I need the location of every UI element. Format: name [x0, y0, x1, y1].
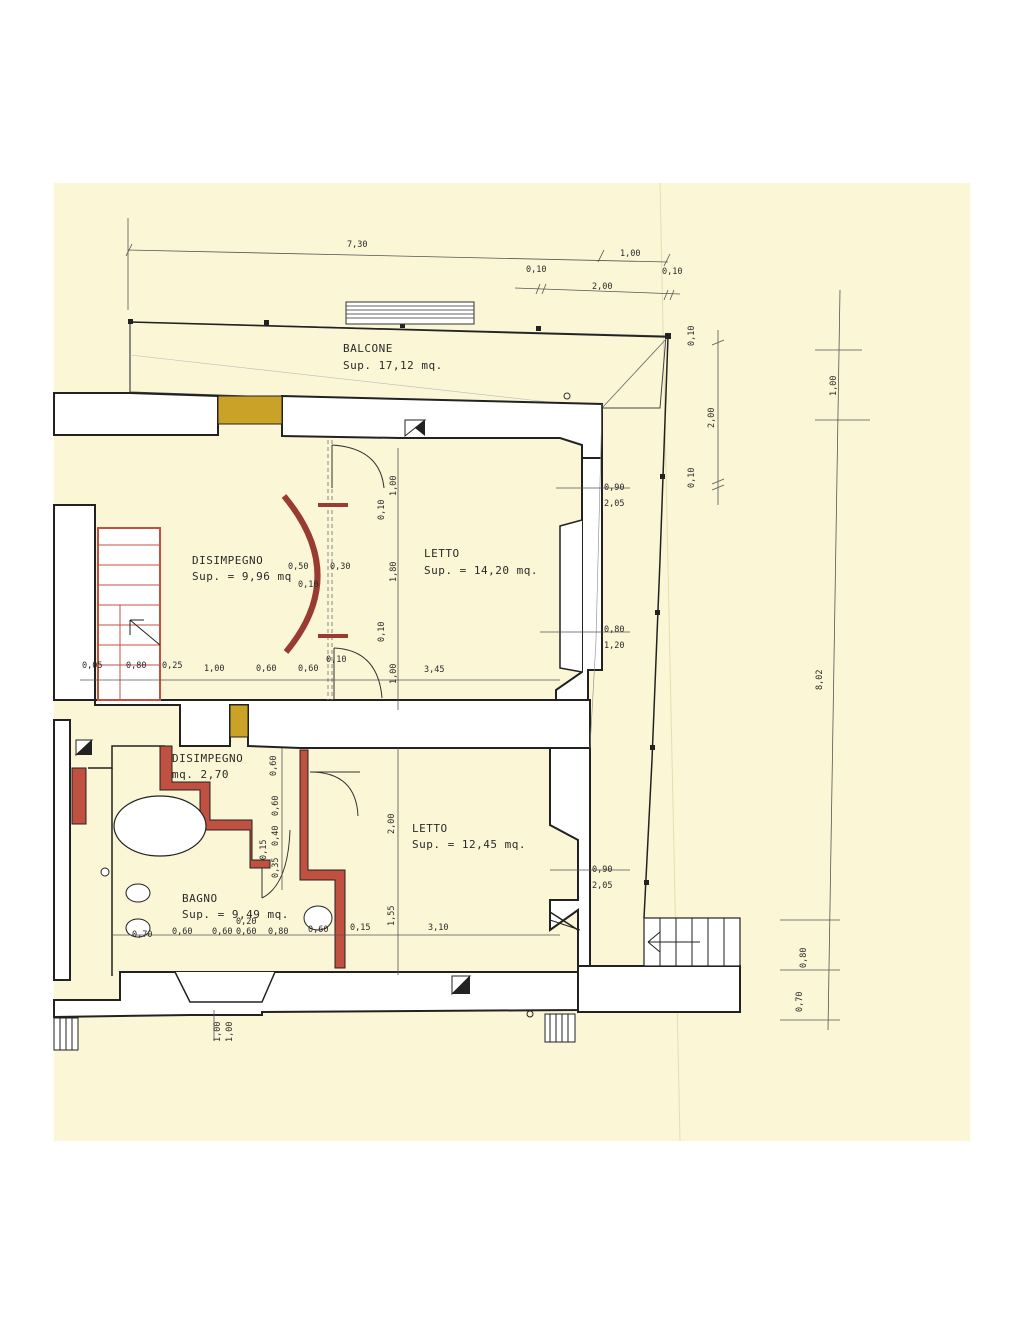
lower-interior — [53, 739, 576, 1051]
dim-bath-060-b: 0,60 — [271, 796, 281, 816]
dim-bath-035: 0,35 — [271, 858, 281, 878]
dim-row1-060-a: 0,60 — [256, 664, 276, 674]
room-name-disimpegno-1: DISIMPEGNO — [192, 554, 263, 567]
dim-letto2-200: 2,00 — [387, 814, 397, 834]
dim-v-100-b: 1,00 — [389, 664, 399, 684]
dim-letto2-155: 1,55 — [387, 906, 397, 926]
side-balcony — [589, 336, 741, 967]
dim-win-090-b: 0,90 — [592, 865, 612, 875]
window-top-left — [217, 395, 283, 425]
dim-far-right-080: 0,80 — [799, 948, 809, 968]
dim-top-010-a: 0,10 — [526, 265, 546, 275]
dim-row1-100: 1,00 — [204, 664, 224, 674]
dim-v-010-c: 0,10 — [326, 655, 346, 665]
room-area-bagno: Sup. = 9,49 mq. — [182, 908, 289, 921]
dim-far-right-070: 0,70 — [795, 992, 805, 1012]
dim-far-right-100: 1,00 — [829, 376, 839, 396]
dim-bath-060-e: 0,60 — [236, 927, 256, 937]
dim-bottom-100-a: 1,00 — [213, 1022, 223, 1042]
room-area-letto-2: Sup. = 12,45 mq. — [412, 838, 526, 851]
bidet — [125, 883, 151, 903]
dim-bath-060-a: 0,60 — [269, 756, 279, 776]
dimension-labels: 7,30 1,00 0,10 0,10 2,00 0,10 2,00 0,10 … — [82, 240, 839, 1042]
toilet — [125, 918, 151, 938]
dim-row1-060-b: 0,60 — [298, 664, 318, 674]
dim-door-030: 0,30 — [330, 562, 350, 572]
dim-v-010-b: 0,10 — [377, 622, 387, 642]
dim-win-205-a: 2,05 — [604, 499, 624, 509]
balcony: BALCONE Sup. 17,12 mq. — [128, 301, 671, 409]
exterior-stairs — [643, 917, 741, 967]
dim-v-010-a: 0,10 — [377, 500, 387, 520]
dim-right-010-a: 0,10 — [687, 326, 697, 346]
dim-win-205-b: 2,05 — [592, 881, 612, 891]
room-area-disimpegno-1: Sup. = 9,96 mq — [192, 570, 292, 583]
room-area-letto-1: Sup. = 14,20 mq. — [424, 564, 538, 577]
dim-bath-040: 0,40 — [271, 826, 281, 846]
upper-interior — [281, 419, 427, 700]
dim-row1-025: 0,25 — [162, 661, 182, 671]
window-middle — [229, 704, 249, 738]
dim-v-180: 1,80 — [389, 562, 399, 582]
dim-top-200: 2,00 — [592, 282, 612, 292]
dim-bath-060-f: 0,60 — [308, 925, 328, 935]
dim-door-050: 0,50 — [288, 562, 308, 572]
dim-top-010-b: 0,10 — [662, 267, 682, 277]
washbasin — [303, 905, 333, 931]
dim-bath-070: 0,70 — [132, 930, 152, 940]
bathtub — [113, 795, 207, 857]
internal-staircase — [97, 527, 161, 701]
room-name-balcone: BALCONE — [343, 342, 393, 355]
right-wall-windows — [549, 519, 583, 931]
room-name-bagno: BAGNO — [182, 892, 218, 905]
dim-right-200: 2,00 — [707, 408, 717, 428]
dim-far-right-total: 8,02 — [815, 670, 825, 690]
room-name-letto-1: LETTO — [424, 547, 460, 560]
room-area-balcone: Sup. 17,12 mq. — [343, 359, 443, 372]
dim-row1-080: 0,80 — [126, 661, 146, 671]
dim-bath-060-c: 0,60 — [172, 927, 192, 937]
dim-top-total: 7,30 — [347, 240, 367, 250]
dim-row1-345: 3,45 — [424, 665, 444, 675]
dim-bath-015: 0,15 — [259, 840, 269, 860]
dimension-lines — [80, 218, 870, 1040]
dim-letto2-310: 3,10 — [428, 923, 448, 933]
dim-bath-080: 0,80 — [268, 927, 288, 937]
dim-bath-020: 0,20 — [236, 917, 256, 927]
dim-bath-015-b: 0,15 — [350, 923, 370, 933]
balcony-grille — [345, 301, 475, 325]
room-name-disimpegno-2: DISIMPEGNO — [172, 752, 243, 765]
dim-row1-005: 0,05 — [82, 661, 102, 671]
room-area-disimpegno-2: mq. 2,70 — [172, 768, 229, 781]
dim-door-010-mid: 0,10 — [298, 580, 318, 590]
room-name-letto-2: LETTO — [412, 822, 448, 835]
exterior-walls — [53, 392, 741, 1019]
dim-win-080: 0,80 — [604, 625, 624, 635]
dim-right-010-b: 0,10 — [687, 468, 697, 488]
dim-win-120: 1,20 — [604, 641, 624, 651]
bottom-grilles — [53, 1013, 576, 1051]
dim-top-100: 1,00 — [620, 249, 640, 259]
dim-v-100-a: 1,00 — [389, 476, 399, 496]
room-labels: DISIMPEGNO Sup. = 9,96 mq LETTO Sup. = 1… — [172, 547, 538, 921]
dim-bath-060-d: 0,60 — [212, 927, 232, 937]
bay-window — [174, 971, 276, 1003]
dim-bottom-100-b: 1,00 — [225, 1022, 235, 1042]
dim-win-090-a: 0,90 — [604, 483, 624, 493]
